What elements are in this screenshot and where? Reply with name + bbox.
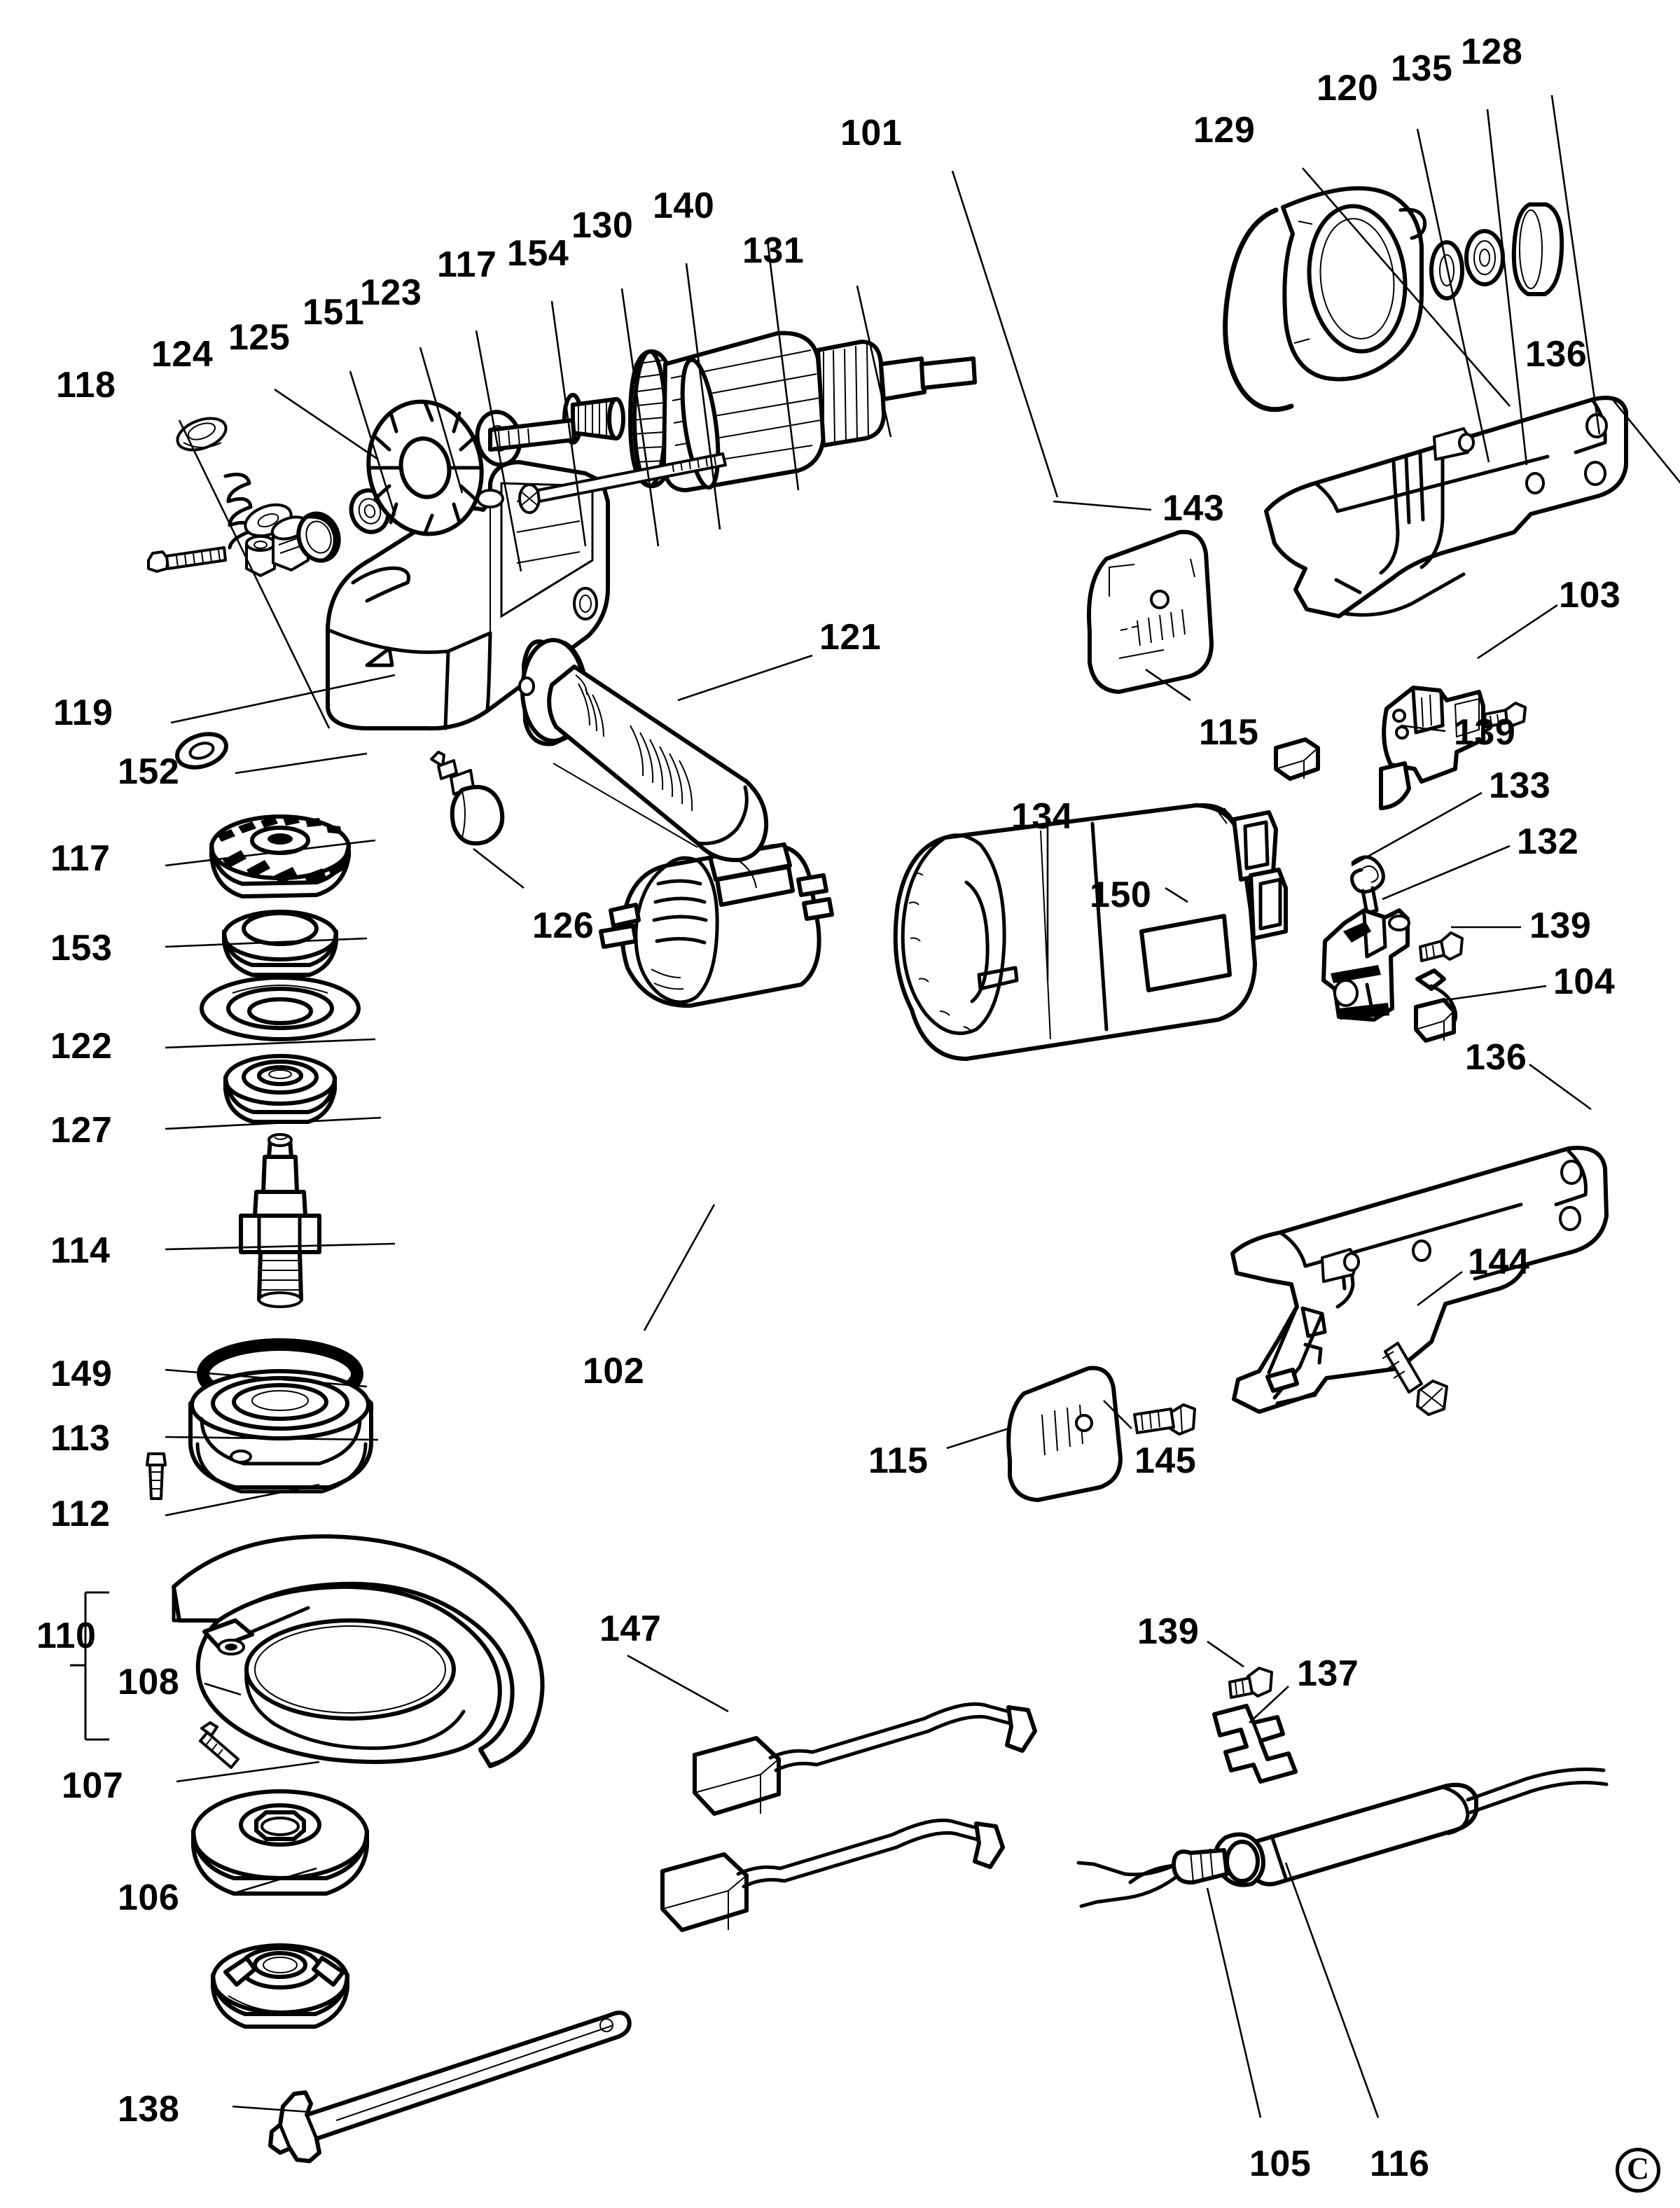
callout-139: 139 (1454, 712, 1516, 753)
part-136-handle-half-bottom (1230, 1146, 1609, 1414)
callout-121: 121 (819, 617, 882, 658)
callout-130: 130 (571, 205, 634, 246)
callout-106: 106 (118, 1877, 180, 1918)
copyright-icon: C (1616, 2148, 1660, 2193)
callout-153: 153 (50, 928, 113, 968)
callout-125: 125 (228, 317, 291, 358)
part-113-gear-case-cover (188, 1369, 373, 1494)
part-115-cover-lower (1006, 1366, 1123, 1502)
callout-122: 122 (50, 1026, 113, 1067)
callout-147: 147 (599, 1609, 662, 1649)
callout-144: 144 (1468, 1242, 1530, 1282)
callout-143: 143 (1162, 488, 1225, 529)
part-138-spanner-wrench (268, 2011, 632, 2163)
part-122-seal-washer (200, 975, 361, 1041)
callout-151: 151 (303, 292, 365, 333)
part-116-power-cord (1213, 1768, 1609, 1887)
callout-116: 116 (1370, 2144, 1430, 2184)
callout-105: 105 (1249, 2144, 1312, 2184)
part-134-motor-housing (893, 803, 1288, 1061)
part-127-ball-bearing (223, 1054, 337, 1124)
part-139-screw-a (1483, 702, 1527, 728)
part-139-screw-b (1419, 931, 1464, 962)
callout-136: 136 (1465, 1037, 1527, 1078)
callout-139: 139 (1529, 905, 1592, 946)
part-137-cord-clamp (1212, 1704, 1298, 1784)
part-121-side-handle (518, 638, 769, 863)
callout-145: 145 (1134, 1440, 1197, 1481)
callout-103: 103 (1559, 575, 1621, 616)
part-145-screw (1133, 1403, 1196, 1436)
callout-114: 114 (50, 1230, 111, 1271)
callout-112: 112 (50, 1494, 111, 1534)
callout-104: 104 (1553, 961, 1616, 1002)
part-126-lock-pin (430, 751, 505, 846)
part-144-screw (1382, 1342, 1448, 1416)
part-128-bearing-cap (1511, 202, 1564, 296)
part-110-guard (172, 1534, 545, 1768)
callout-107: 107 (62, 1765, 124, 1806)
callout-117: 117 (437, 244, 497, 285)
callout-108: 108 (118, 1662, 180, 1702)
callout-115: 115 (868, 1440, 929, 1481)
part-133-brush-spring (1350, 855, 1385, 915)
part-139-screw-c (1228, 1667, 1273, 1699)
part-120-washer (1429, 240, 1464, 300)
callout-102: 102 (583, 1351, 645, 1391)
callout-138: 138 (118, 2089, 180, 2130)
part-106-inner-flange (211, 1943, 349, 2029)
part-129-baffle (1223, 186, 1427, 412)
callout-137: 137 (1297, 1653, 1359, 1694)
part-147-brush-leads (660, 1702, 1037, 1932)
callout-128: 128 (1461, 32, 1523, 72)
callout-118: 118 (56, 365, 116, 405)
callout-132: 132 (1517, 821, 1579, 862)
callout-115: 115 (1199, 712, 1259, 753)
part-105-cord-lead (1076, 1848, 1229, 1908)
callout-131: 131 (742, 230, 805, 271)
callout-134: 134 (1011, 796, 1074, 837)
part-152-washer (175, 732, 228, 770)
callout-140: 140 (653, 186, 715, 226)
callout-113: 113 (50, 1418, 111, 1459)
part-153-retainer (222, 910, 338, 977)
part-112-screw (146, 1452, 167, 1500)
part-123-bush (245, 535, 276, 577)
part-117-gear-set-left (209, 814, 351, 898)
bracket-110 (70, 1591, 109, 1741)
callout-149: 149 (50, 1354, 113, 1394)
part-124-lock-button (176, 417, 228, 452)
part-150-rating-label (1274, 737, 1320, 781)
part-135-rear-bearing (1464, 229, 1505, 286)
part-102-field (599, 842, 834, 1008)
part-114-spindle (239, 1133, 321, 1308)
callout-124: 124 (151, 334, 214, 375)
callout-117: 117 (50, 838, 111, 879)
callout-120: 120 (1317, 68, 1379, 109)
callout-127: 127 (50, 1110, 113, 1151)
callout-152: 152 (118, 751, 180, 792)
callout-150: 150 (1090, 875, 1152, 915)
callout-119: 119 (53, 693, 113, 733)
part-101-armature (488, 331, 977, 492)
callout-136: 136 (1525, 334, 1588, 375)
callout-135: 135 (1391, 48, 1453, 89)
part-107-outer-flange (191, 1789, 369, 1896)
callout-129: 129 (1193, 110, 1256, 151)
part-125-spring (223, 473, 254, 550)
callout-123: 123 (360, 272, 422, 313)
part-115-cover-upper (1087, 529, 1214, 694)
part-108-guard-screw (199, 1721, 239, 1769)
callout-133: 133 (1489, 765, 1551, 806)
callout-110: 110 (36, 1616, 97, 1656)
part-118-screw (147, 546, 227, 573)
callout-101: 101 (840, 113, 903, 153)
part-104-carbon-brush (1414, 968, 1458, 1043)
callout-154: 154 (507, 233, 569, 274)
callout-126: 126 (532, 905, 595, 946)
part-132-brush-holder (1321, 908, 1410, 1022)
callout-139: 139 (1137, 1611, 1200, 1652)
